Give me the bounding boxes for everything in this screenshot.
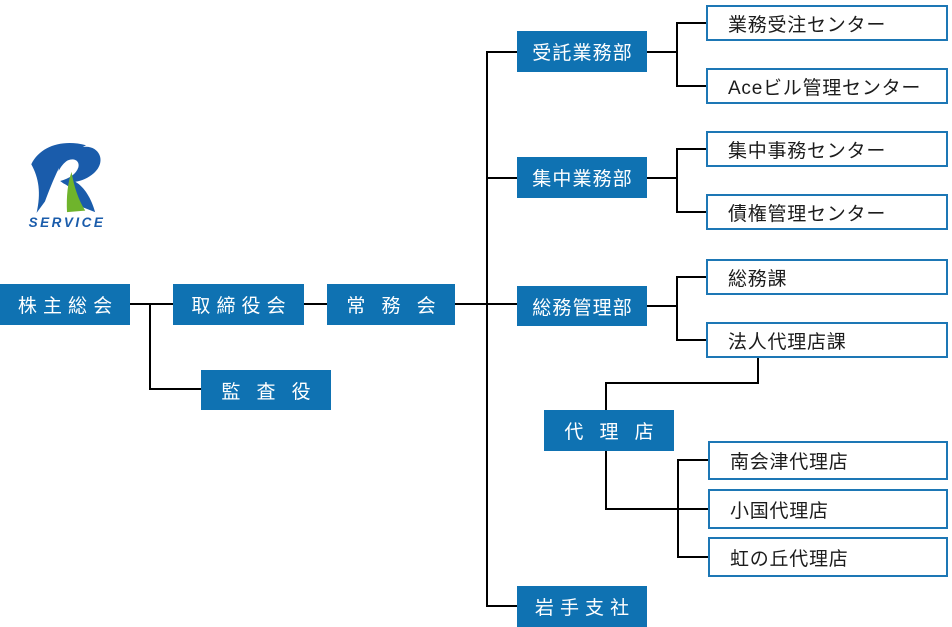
node-ace-building-center: Aceビル管理センター: [706, 68, 948, 104]
connector-line: [677, 459, 708, 461]
connector-line: [605, 382, 607, 411]
connector-line: [605, 508, 679, 510]
node-label: 法人代理店課: [728, 331, 847, 353]
node-label: 集中業務部: [532, 169, 633, 190]
node-general-affairs-section: 総務課: [706, 259, 948, 295]
node-executive-committee: 常務会: [327, 284, 455, 325]
connector-line: [676, 339, 706, 341]
node-label: 総務管理部: [532, 297, 633, 319]
node-label: 監査役: [221, 381, 327, 403]
node-order-center: 業務受注センター: [706, 5, 948, 41]
node-label: 総務課: [728, 268, 788, 290]
node-label: 取締役会: [191, 296, 292, 317]
node-label: 代理店: [564, 422, 670, 443]
node-label: 株主総会: [17, 296, 119, 317]
node-nijinooka-agency: 虹の丘代理店: [708, 537, 948, 577]
connector-line: [647, 51, 676, 53]
logo-7r-icon: [31, 143, 101, 213]
node-label: 集中事務センター: [728, 140, 887, 162]
connector-line: [486, 605, 517, 607]
connector-line: [486, 51, 517, 53]
connector-line: [486, 51, 488, 607]
logo-service-text: SERVICE: [28, 215, 106, 230]
node-central-office-center: 集中事務センター: [706, 131, 948, 167]
node-receivables-center: 債権管理センター: [706, 194, 948, 230]
node-board-of-directors: 取締役会: [173, 284, 304, 325]
connector-line: [676, 276, 678, 341]
node-label: 債権管理センター: [728, 203, 887, 225]
node-centralized-business-dept: 集中業務部: [517, 157, 647, 198]
node-minamiaizu-agency: 南会津代理店: [708, 441, 948, 480]
node-shareholders-meeting: 株主総会: [0, 284, 130, 325]
connector-line: [149, 303, 151, 390]
connector-line: [676, 22, 706, 24]
connector-line: [676, 211, 706, 213]
connector-line: [130, 303, 173, 305]
node-label: Aceビル管理センター: [728, 77, 922, 99]
connector-line: [149, 388, 201, 390]
node-label: 常務会: [346, 296, 452, 317]
node-corporate-agency-section: 法人代理店課: [706, 322, 948, 358]
node-label: 業務受注センター: [728, 14, 887, 36]
connector-line: [647, 177, 676, 179]
node-label: 小国代理店: [730, 500, 829, 522]
node-entrusted-business-dept: 受託業務部: [517, 31, 647, 72]
connector-line: [676, 148, 706, 150]
node-iwate-branch: 岩手支社: [517, 586, 647, 627]
connector-line: [676, 85, 706, 87]
node-label: 受託業務部: [532, 43, 633, 64]
node-label: 南会津代理店: [730, 452, 849, 473]
connector-line: [676, 276, 706, 278]
connector-line: [677, 508, 708, 510]
node-agency: 代理店: [544, 410, 674, 451]
connector-line: [757, 358, 759, 384]
node-general-affairs-mgmt-dept: 総務管理部: [517, 286, 647, 326]
node-oguni-agency: 小国代理店: [708, 489, 948, 529]
connector-line: [486, 177, 517, 179]
connector-line: [605, 451, 607, 510]
connector-line: [676, 148, 678, 213]
connector-line: [605, 382, 759, 384]
connector-line: [647, 305, 676, 307]
connector-line: [677, 556, 708, 558]
connector-line: [676, 22, 678, 87]
company-logo: SERVICE: [27, 138, 107, 230]
node-label: 岩手支社: [534, 598, 636, 619]
node-label: 虹の丘代理店: [730, 548, 849, 570]
node-auditor: 監査役: [201, 370, 331, 410]
connector-line: [304, 303, 327, 305]
